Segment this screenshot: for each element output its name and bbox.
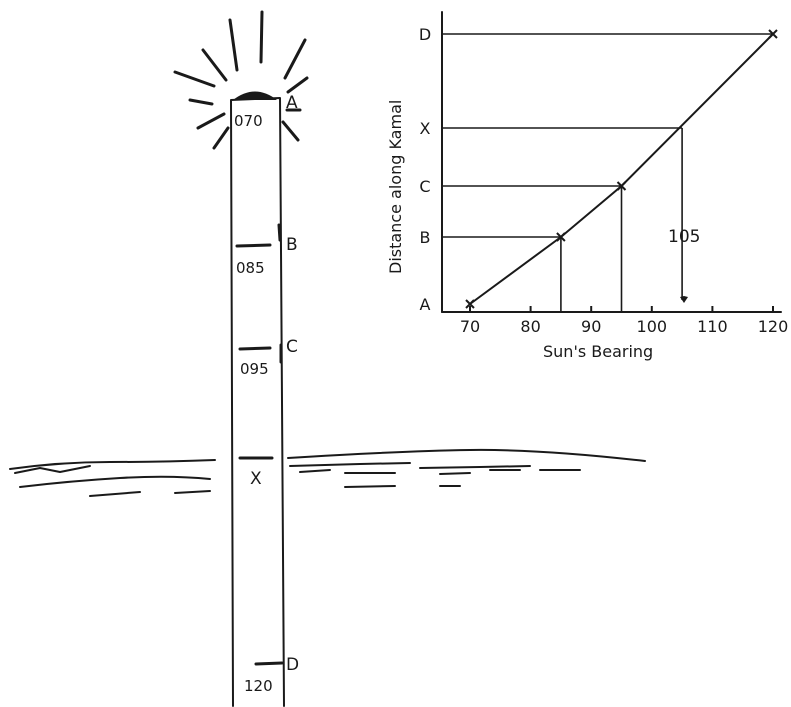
arrowhead-down — [680, 296, 688, 303]
kamal-label-120: 120 — [244, 677, 273, 695]
calibration-series-line — [469, 33, 774, 305]
x-tick-label-4: 110 — [697, 317, 728, 336]
y-tick-label-x: X — [420, 119, 431, 138]
y-tick-label-a: A — [420, 295, 431, 314]
kamal-letter-c: C — [286, 337, 298, 357]
kamal-letter-d: D — [286, 655, 299, 675]
data-point-c — [616, 181, 627, 191]
x-axis-ticks — [469, 306, 774, 312]
kamal-letter-x: X — [250, 469, 262, 489]
guide-lines — [442, 33, 773, 312]
y-tick-label-c: C — [419, 177, 430, 196]
kamal-ticks — [235, 223, 284, 666]
x-tick-labels: 70 80 90 100 110 120 — [460, 317, 788, 336]
kamal-label-085: 085 — [236, 259, 265, 277]
y-tick-labels: A B C X D — [419, 25, 431, 314]
x-tick-label-5: 120 — [758, 317, 789, 336]
interpolated-value-label: 105 — [668, 227, 700, 247]
tick-b — [235, 243, 272, 248]
data-point-d — [768, 29, 778, 39]
tick-c — [238, 346, 272, 351]
y-tick-label-d: D — [419, 25, 431, 44]
kamal-letter-b: B — [286, 235, 298, 255]
data-markers — [465, 29, 778, 309]
x-tick-label-2: 90 — [581, 317, 601, 336]
y-axis-title: Distance along Kamal — [386, 100, 405, 274]
kamal-stick — [230, 97, 285, 707]
horizon-sea — [9, 448, 646, 497]
sun-rays — [173, 10, 309, 150]
x-tick-label-0: 70 — [460, 317, 480, 336]
tick-d — [254, 661, 284, 666]
data-point-b — [556, 232, 566, 242]
kamal-label-095: 095 — [240, 360, 269, 378]
data-point-a — [465, 299, 475, 309]
x-tick-label-3: 100 — [637, 317, 668, 336]
calibration-line — [469, 33, 774, 305]
y-tick-label-b: B — [420, 228, 431, 247]
kamal-label-070: 070 — [234, 112, 263, 130]
kamal-letter-a: A — [286, 93, 298, 113]
x-axis-title: Sun's Bearing — [543, 342, 653, 361]
x-tick-label-1: 80 — [520, 317, 540, 336]
